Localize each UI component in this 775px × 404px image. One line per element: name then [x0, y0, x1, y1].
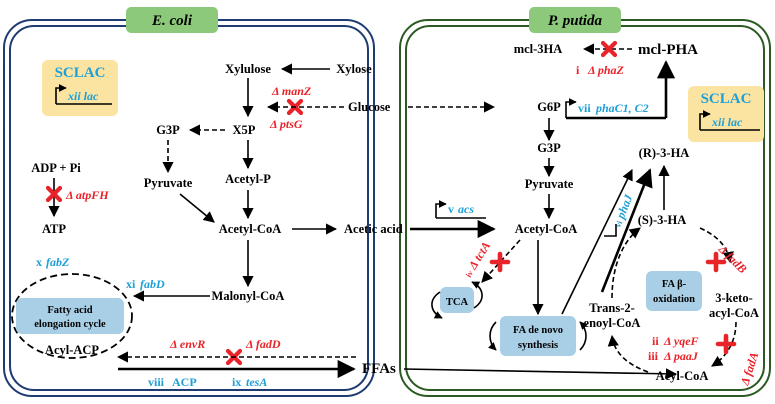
deletion-yqef: Δ yqeF: [663, 334, 699, 348]
fa-denovo-label-1: FA de novo: [513, 325, 563, 336]
g6p: G6P: [537, 100, 561, 114]
promoter-icon: [435, 200, 447, 218]
deletion-yqef-num: ii: [652, 334, 659, 348]
trans-enoyl-2: enoyl-CoA: [584, 316, 641, 330]
r-3ha: (R)-3-HA: [639, 146, 690, 160]
tca-box: [440, 287, 474, 313]
overexpression-fabd: fabD: [140, 277, 165, 291]
xylose: Xylose: [336, 62, 372, 76]
ecoli-label-bg: [126, 7, 218, 33]
deletion-phaz-num: i: [576, 63, 580, 77]
overexpression-fabd-num: xi: [126, 277, 136, 291]
deletion-ptsg: Δ ptsG: [269, 117, 303, 131]
promoter-icon: [55, 84, 67, 104]
g3p-putida: G3P: [537, 141, 561, 155]
sclac-title-putida: SCLAC: [701, 91, 752, 107]
acetic-acid: Acetic acid: [344, 222, 403, 236]
fa-beta-oxidation-box: [646, 271, 702, 311]
fa-denovo-label-2: synthesis: [518, 340, 558, 351]
overexpression-tesa: tesA: [246, 375, 267, 389]
overexpression-fabz: fabZ: [46, 255, 70, 269]
deletion-fadb: Δ fadB: [715, 242, 750, 277]
acetyl-coa-putida: Acetyl-CoA: [515, 222, 577, 236]
promoter-icon: [699, 110, 711, 130]
pyruvate-putida: Pyruvate: [525, 177, 574, 191]
sclac-promoter-ecoli: xii lac: [67, 89, 99, 103]
atp: ATP: [42, 222, 66, 236]
adp-pi: ADP + Pi: [31, 161, 81, 175]
deletion-atpfh: Δ atpFH: [65, 188, 109, 202]
fa-denovo-box: [500, 316, 576, 356]
deletion-cross-icon: [492, 254, 508, 270]
xylulose: Xylulose: [225, 62, 271, 76]
malonyl-coa: Malonyl-CoA: [212, 289, 285, 303]
x5p: X5P: [233, 123, 256, 137]
mcl-3ha: mcl-3HA: [514, 42, 563, 56]
acetyl-p: Acetyl-P: [225, 172, 271, 186]
fa-beta-label-1: FA β-: [662, 279, 687, 290]
deletion-envr: Δ envR: [169, 337, 205, 351]
trans-enoyl-1: Trans-2-: [589, 301, 635, 315]
tca-label: TCA: [446, 297, 469, 308]
fa-elongation-label-1: Fatty acid: [47, 305, 92, 316]
sclac-title-ecoli: SCLAC: [55, 65, 106, 81]
overexpression-phac-num: vii: [578, 101, 591, 115]
overexpression-phaj: vi phaJ: [610, 192, 636, 230]
overexpression-acp: ACP: [172, 375, 197, 389]
glucose: Glucose: [348, 100, 391, 114]
acyl-coa: Acyl-CoA: [656, 369, 709, 383]
acyl-acp: Acyl-ACP: [45, 343, 100, 357]
overexpression-fabz-num: x: [36, 255, 42, 269]
s-3ha: (S)-3-HA: [638, 213, 687, 227]
fa-elongation-cycle: [11, 273, 133, 359]
acetyl-coa-ecoli: Acetyl-CoA: [219, 222, 281, 236]
pyruvate-ecoli: Pyruvate: [144, 176, 193, 190]
ecoli-label: E. coli: [151, 13, 193, 29]
fa-beta-label-2: oxidation: [653, 294, 695, 305]
deletion-paaj: Δ paaJ: [663, 349, 699, 363]
deletion-tcta: iv Δ tctA: [461, 239, 494, 280]
sclac-box-ecoli: SCLAC xii lac: [42, 60, 118, 116]
putida-label-bg: [529, 7, 621, 33]
overexpression-acs-num: v: [448, 202, 454, 216]
keto-acyl-coa-2: acyl-CoA: [709, 306, 759, 320]
promoter-icon: [565, 98, 577, 118]
deletion-fadd: Δ fadD: [245, 337, 281, 351]
ffas: FFAs: [362, 361, 396, 377]
overexpression-phac: phaC1, C2: [595, 101, 649, 115]
overexpression-acs: acs: [458, 202, 474, 216]
sclac-box-putida: SCLAC xii lac: [688, 86, 764, 142]
deletion-phaz: Δ phaZ: [587, 63, 625, 77]
deletion-cross-icon: [718, 336, 734, 352]
mcl-pha: mcl-PHA: [638, 42, 698, 58]
putida-label: P. putida: [548, 13, 602, 29]
keto-acyl-coa-1: 3-keto-: [715, 291, 753, 305]
deletion-paaj-num: iii: [648, 349, 659, 363]
overexpression-acp-num: viii: [148, 375, 165, 389]
fa-elongation-box: [16, 298, 124, 334]
overexpression-tesa-num: ix: [232, 375, 241, 389]
fa-elongation-label-2: elongation cycle: [34, 319, 106, 330]
sclac-promoter-putida: xii lac: [711, 115, 743, 129]
deletion-manz: Δ manZ: [271, 84, 312, 98]
g3p-ecoli: G3P: [156, 123, 180, 137]
